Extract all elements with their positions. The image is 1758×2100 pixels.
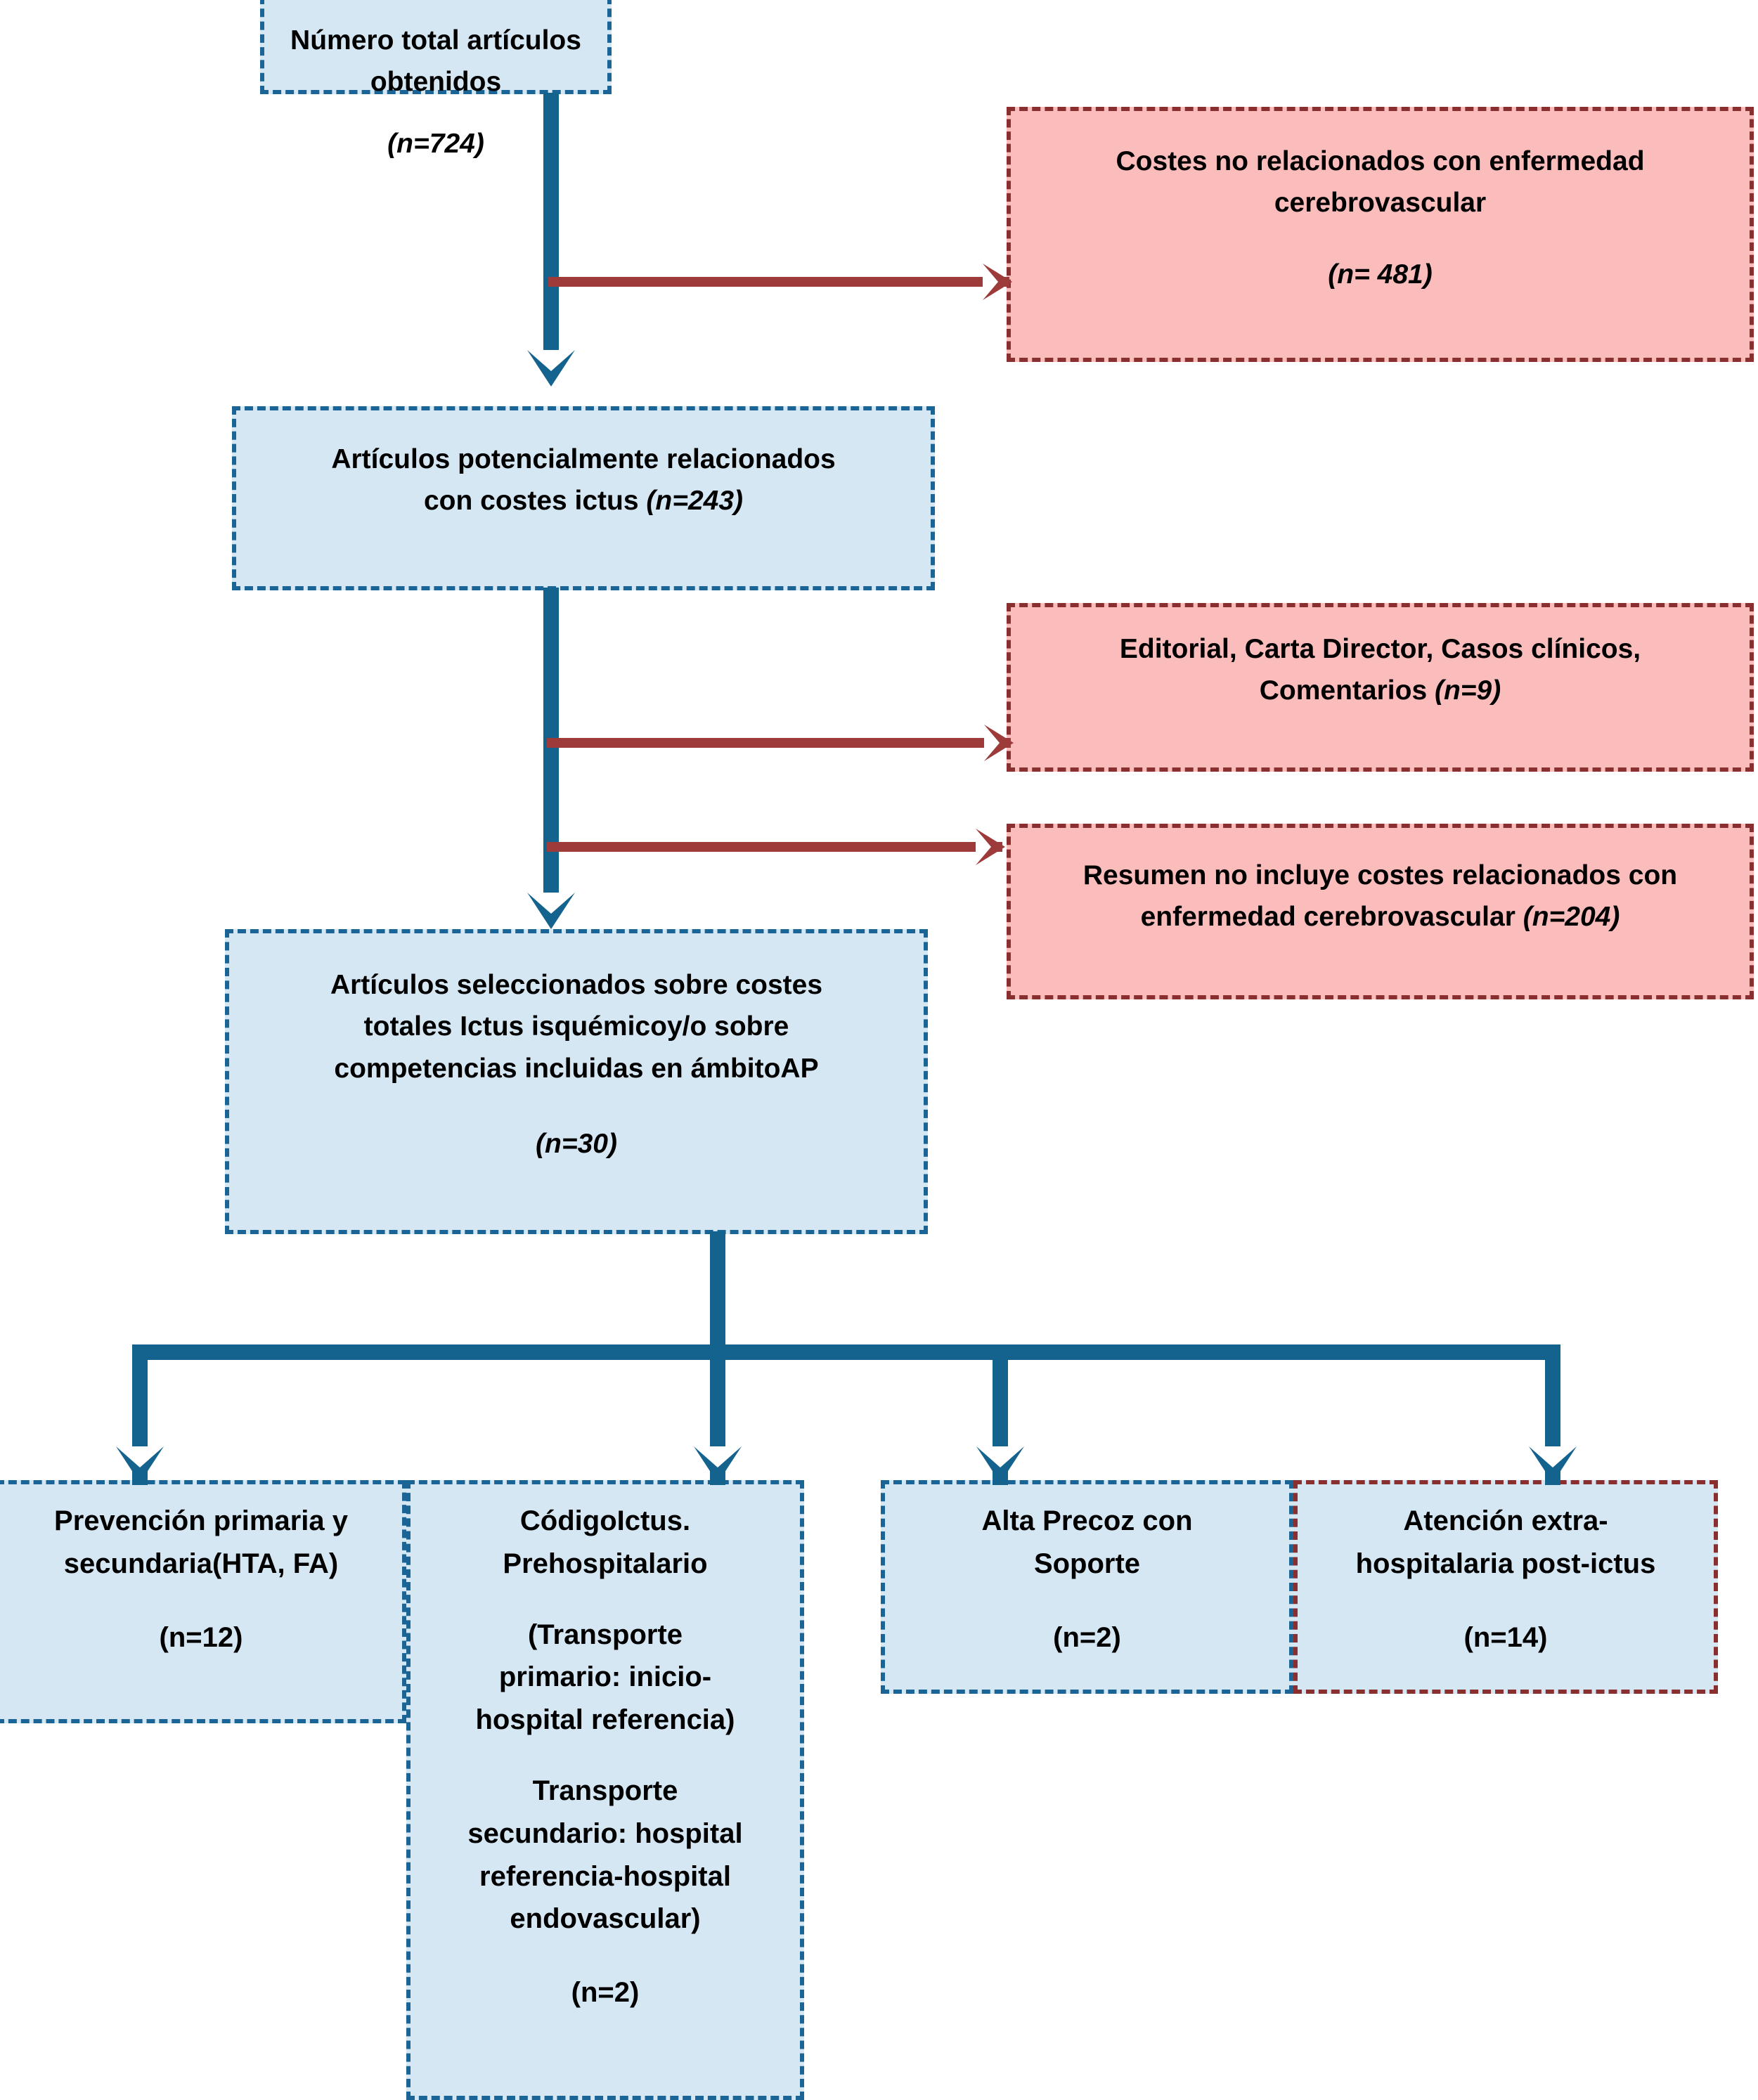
excluded-abstract-line2-text: enfermedad cerebrovascular bbox=[1140, 902, 1523, 933]
selected-articles-line1: Artículos seleccionados sobre costes bbox=[330, 970, 823, 1000]
code-stroke-line3: (Transporte bbox=[527, 1619, 683, 1650]
node-code-stroke: CódigoIctus. Prehospitalario (Transporte… bbox=[406, 1480, 804, 2100]
arrow-total-to-potential-notch bbox=[527, 350, 575, 371]
code-stroke-line6: Transporte bbox=[532, 1775, 678, 1806]
arrow-branch-extrahospital-notch bbox=[1529, 1446, 1577, 1467]
arrow-branch-prevention-notch bbox=[116, 1446, 164, 1467]
total-articles-line1: Número total artículos obtenidos bbox=[290, 25, 581, 98]
selected-articles-count: (n=30) bbox=[536, 1128, 617, 1159]
potentially-related-line1: Artículos potencialmente relacionados bbox=[331, 444, 836, 474]
code-stroke-count: (n=2) bbox=[571, 1977, 640, 2009]
excluded-abstract-count: (n=204) bbox=[1523, 902, 1620, 933]
connector-exclude-abstract-line bbox=[547, 842, 1002, 852]
arrow-branch-code-stroke-notch bbox=[694, 1446, 742, 1467]
prevention-count: (n=12) bbox=[159, 1621, 243, 1653]
excluded-editorial-line2: Comentarios (n=9) bbox=[1011, 670, 1750, 711]
arrow-exclude-editorial-notch bbox=[984, 725, 1000, 761]
connector-exclude-not-cerebrovascular-line bbox=[548, 277, 1009, 287]
excluded-not-cerebrovascular-count: (n= 481) bbox=[1328, 259, 1433, 290]
arrow-exclude-abstract-notch bbox=[976, 829, 991, 865]
potentially-related-line2-text: con costes ictus bbox=[423, 486, 647, 517]
excluded-editorial-count: (n=9) bbox=[1434, 675, 1501, 706]
excluded-abstract-line1: Resumen no incluye costes relacionados c… bbox=[1082, 860, 1678, 890]
connector-branch-bus bbox=[132, 1344, 1560, 1360]
code-stroke-line2: Prehospitalario bbox=[503, 1548, 708, 1579]
code-stroke-line1: CódigoIctus. bbox=[519, 1505, 691, 1536]
code-stroke-line8: referencia-hospital bbox=[479, 1860, 731, 1892]
prevention-line1: Prevención primaria y bbox=[54, 1505, 348, 1536]
arrow-potential-to-selected-notch bbox=[527, 893, 575, 914]
connector-total-to-potential-line bbox=[543, 93, 559, 353]
code-stroke-line7: secundario: hospital bbox=[467, 1817, 743, 1849]
early-discharge-line2: Soporte bbox=[1033, 1548, 1141, 1579]
potentially-related-line2: con costes ictus (n=243) bbox=[236, 480, 931, 521]
code-stroke-line9: endovascular) bbox=[510, 1903, 701, 1935]
excluded-not-cerebrovascular-line2: cerebrovascular bbox=[1274, 188, 1487, 219]
extrahospital-care-line1: Atención extra- bbox=[1403, 1505, 1608, 1536]
early-discharge-count: (n=2) bbox=[1053, 1621, 1121, 1653]
extrahospital-care-count: (n=14) bbox=[1463, 1621, 1548, 1653]
excluded-not-cerebrovascular-line1: Costes no relacionados con enfermedad bbox=[1116, 146, 1645, 176]
node-selected-articles: Artículos seleccionados sobre costes tot… bbox=[225, 929, 928, 1234]
node-total-articles: Número total artículos obtenidos (n=724) bbox=[260, 0, 612, 159]
excluded-editorial-line1: Editorial, Carta Director, Casos clínico… bbox=[1119, 634, 1641, 664]
selected-articles-line2: totales Ictus isquémicoy/o sobre bbox=[363, 1011, 789, 1042]
connector-selected-stem bbox=[710, 1231, 725, 1352]
potentially-related-count: (n=243) bbox=[646, 486, 744, 517]
arrow-branch-early-discharge-notch bbox=[976, 1446, 1024, 1467]
early-discharge-line1: Alta Precoz con bbox=[981, 1505, 1193, 1536]
total-articles-count: (n=724) bbox=[387, 128, 484, 159]
node-excluded-editorial: Editorial, Carta Director, Casos clínico… bbox=[1007, 603, 1754, 772]
extrahospital-care-line2: hospitalaria post-ictus bbox=[1355, 1548, 1656, 1579]
connector-exclude-editorial-line bbox=[547, 738, 1011, 748]
selected-articles-line3: competencias incluidas en ámbitoAP bbox=[334, 1053, 819, 1084]
excluded-abstract-line2: enfermedad cerebrovascular (n=204) bbox=[1011, 896, 1750, 938]
excluded-editorial-line2-text: Comentarios bbox=[1259, 675, 1435, 706]
prevention-line2: secundaria(HTA, FA) bbox=[63, 1548, 339, 1579]
node-early-discharge: Alta Precoz con Soporte (n=2) bbox=[881, 1480, 1293, 1694]
node-prevention: Prevención primaria y secundaria(HTA, FA… bbox=[0, 1480, 406, 1723]
code-stroke-line4: primario: inicio- bbox=[498, 1661, 712, 1693]
node-potentially-related: Artículos potencialmente relacionados co… bbox=[232, 406, 935, 590]
arrow-exclude-not-cerebrovascular-notch bbox=[983, 264, 998, 300]
node-excluded-not-cerebrovascular: Costes no relacionados con enfermedad ce… bbox=[1007, 107, 1754, 362]
node-extrahospital-care: Atención extra- hospitalaria post-ictus … bbox=[1293, 1480, 1718, 1694]
code-stroke-line5: hospital referencia) bbox=[475, 1704, 735, 1736]
node-excluded-abstract: Resumen no incluye costes relacionados c… bbox=[1007, 824, 1754, 999]
